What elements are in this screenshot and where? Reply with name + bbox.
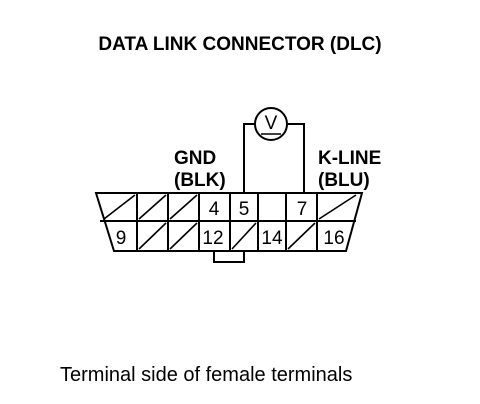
pin-7: 7 xyxy=(297,199,308,220)
pin-5: 5 xyxy=(239,199,250,220)
empty-cavity-marks xyxy=(103,194,357,250)
wire-labels: GND (BLK) K-LINE (BLU) xyxy=(174,148,381,191)
voltmeter-icon: V xyxy=(254,107,288,141)
pin-9: 9 xyxy=(116,228,127,249)
pin-12: 12 xyxy=(202,228,223,249)
diagram-caption: Terminal side of female terminals xyxy=(60,364,353,386)
pin-14: 14 xyxy=(261,228,283,249)
gnd-label: GND xyxy=(174,148,216,169)
diagram-title: DATA LINK CONNECTOR (DLC) xyxy=(98,34,382,55)
pin-numbers: 4 5 7 9 12 14 16 xyxy=(116,199,345,249)
pin-16: 16 xyxy=(323,228,344,249)
gnd-color-label: (BLK) xyxy=(174,170,226,191)
meter-leads xyxy=(243,123,305,193)
connector-body xyxy=(94,192,364,263)
kline-label: K-LINE xyxy=(318,148,381,169)
voltmeter-symbol: V xyxy=(265,113,278,134)
kline-color-label: (BLU) xyxy=(318,170,370,191)
pin-4: 4 xyxy=(209,199,220,220)
